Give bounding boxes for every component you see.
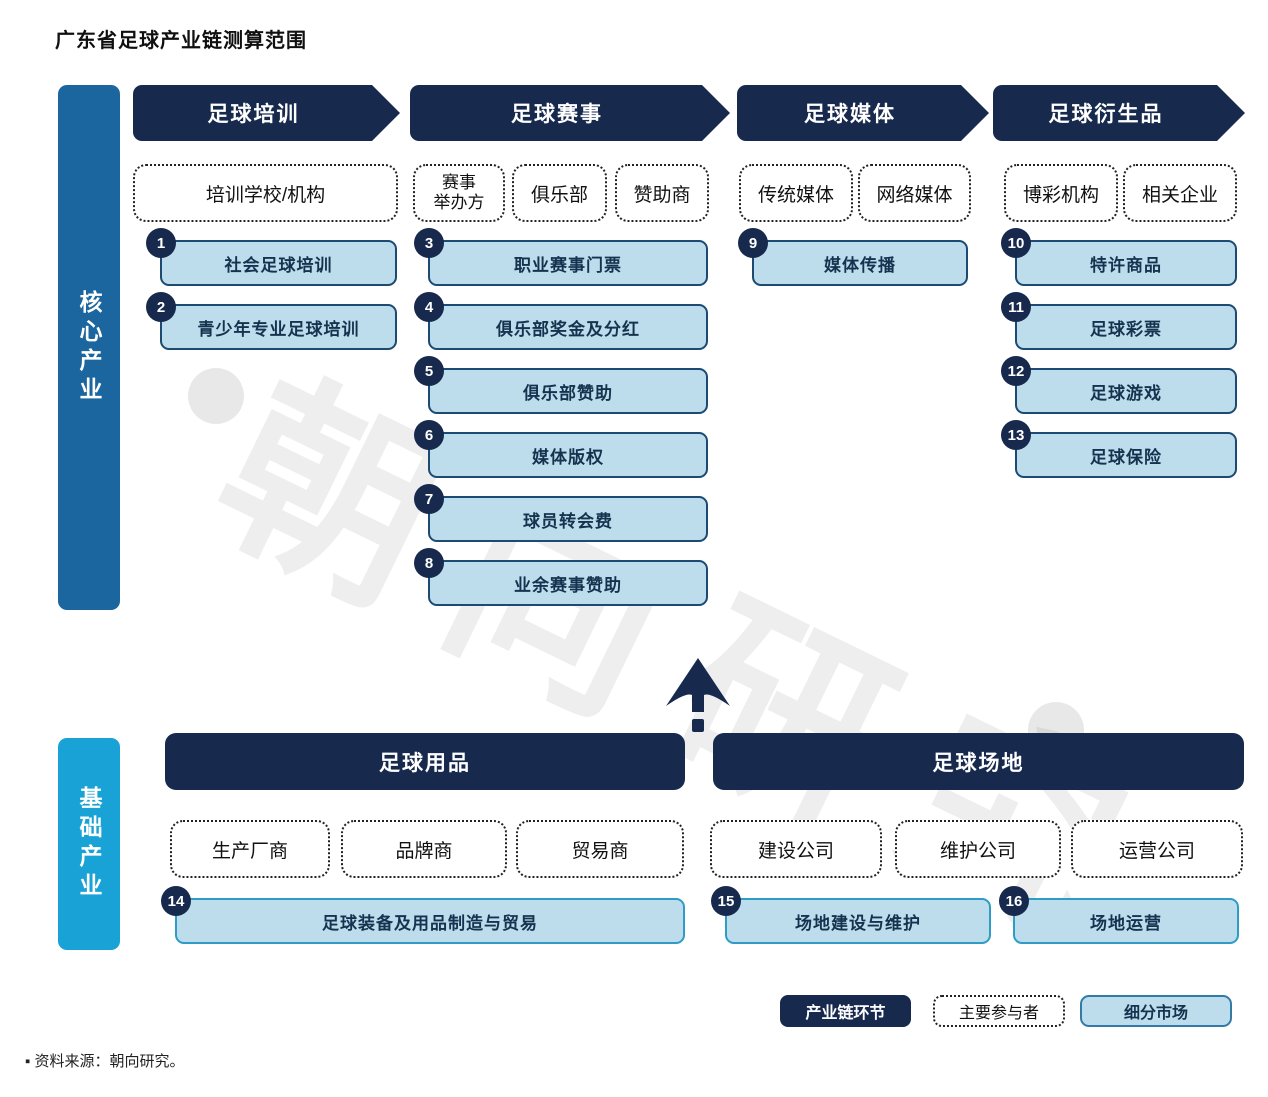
market-num-3: 3 bbox=[414, 228, 444, 258]
market-num-10: 10 bbox=[1001, 228, 1031, 258]
base-industry-bar: 基础产业 bbox=[58, 738, 120, 950]
market-box-8: 业余赛事赞助 bbox=[428, 560, 708, 606]
participant-box-operating-companies: 运营公司 bbox=[1071, 820, 1243, 878]
stage-header-events: 足球赛事 bbox=[410, 85, 730, 141]
stage-header-training: 足球培训 bbox=[133, 85, 400, 141]
market-num-1: 1 bbox=[146, 228, 176, 258]
market-num-14: 14 bbox=[161, 886, 191, 916]
market-num-16: 16 bbox=[999, 886, 1029, 916]
market-box-7: 球员转会费 bbox=[428, 496, 708, 542]
participant-box-training-schools: 培训学校/机构 bbox=[133, 164, 398, 222]
participant-box-online-media: 网络媒体 bbox=[858, 164, 971, 222]
participant-box-brands: 品牌商 bbox=[341, 820, 507, 878]
participant-box-maintenance-companies: 维护公司 bbox=[895, 820, 1061, 878]
market-num-8: 8 bbox=[414, 548, 444, 578]
market-box-16: 场地运营 bbox=[1013, 898, 1239, 944]
market-box-3: 职业赛事门票 bbox=[428, 240, 708, 286]
participant-box-traders: 贸易商 bbox=[516, 820, 684, 878]
market-num-15: 15 bbox=[711, 886, 741, 916]
stage-header-venues: 足球场地 bbox=[713, 733, 1244, 790]
market-box-11: 足球彩票 bbox=[1015, 304, 1237, 350]
market-box-6: 媒体版权 bbox=[428, 432, 708, 478]
market-num-2: 2 bbox=[146, 292, 176, 322]
watermark-dot-icon bbox=[188, 368, 244, 424]
participant-box-sponsors: 赞助商 bbox=[615, 164, 709, 222]
market-num-5: 5 bbox=[414, 356, 444, 386]
stage-header-media: 足球媒体 bbox=[737, 85, 989, 141]
market-num-6: 6 bbox=[414, 420, 444, 450]
market-box-1: 社会足球培训 bbox=[160, 240, 397, 286]
market-num-11: 11 bbox=[1001, 292, 1031, 322]
legend-participant: 主要参与者 bbox=[933, 995, 1065, 1027]
participant-box-event-organizers: 赛事 举办方 bbox=[413, 164, 505, 222]
source-note: ▪ 资料来源：朝向研究。 bbox=[25, 1053, 185, 1070]
market-num-12: 12 bbox=[1001, 356, 1031, 386]
market-box-15: 场地建设与维护 bbox=[725, 898, 991, 944]
market-box-12: 足球游戏 bbox=[1015, 368, 1237, 414]
market-num-7: 7 bbox=[414, 484, 444, 514]
legend-market-segment: 细分市场 bbox=[1080, 995, 1232, 1027]
page-title: 广东省足球产业链测算范围 bbox=[55, 30, 307, 52]
market-box-5: 俱乐部赞助 bbox=[428, 368, 708, 414]
stage-header-derivatives: 足球衍生品 bbox=[993, 85, 1245, 141]
stage-header-equipment: 足球用品 bbox=[165, 733, 685, 790]
participant-box-traditional-media: 传统媒体 bbox=[739, 164, 853, 222]
market-box-4: 俱乐部奖金及分红 bbox=[428, 304, 708, 350]
participant-box-clubs: 俱乐部 bbox=[512, 164, 607, 222]
participant-box-related-companies: 相关企业 bbox=[1123, 164, 1237, 222]
market-box-13: 足球保险 bbox=[1015, 432, 1237, 478]
participant-box-betting-agencies: 博彩机构 bbox=[1004, 164, 1118, 222]
participant-box-manufacturers: 生产厂商 bbox=[170, 820, 330, 878]
market-box-10: 特许商品 bbox=[1015, 240, 1237, 286]
legend-chain-stage: 产业链环节 bbox=[780, 995, 911, 1027]
market-box-2: 青少年专业足球培训 bbox=[160, 304, 397, 350]
market-box-9: 媒体传播 bbox=[752, 240, 968, 286]
core-industry-bar: 核心产业 bbox=[58, 85, 120, 610]
market-box-14: 足球装备及用品制造与贸易 bbox=[175, 898, 685, 944]
up-arrow-icon bbox=[658, 656, 738, 732]
market-num-9: 9 bbox=[738, 228, 768, 258]
market-num-13: 13 bbox=[1001, 420, 1031, 450]
participant-box-construction-companies: 建设公司 bbox=[710, 820, 882, 878]
market-num-4: 4 bbox=[414, 292, 444, 322]
